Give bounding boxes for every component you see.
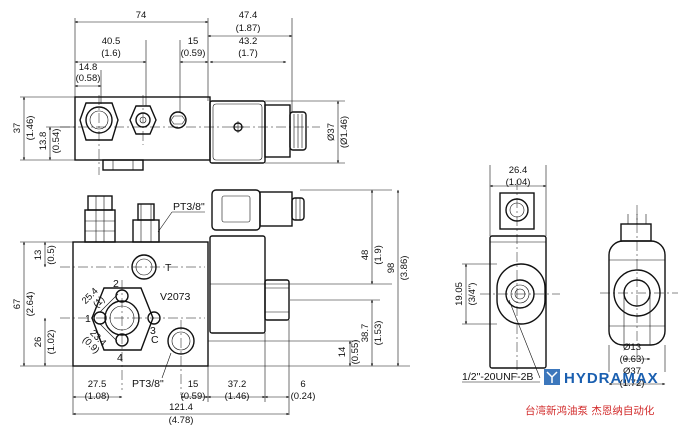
cartridge-hex [79,102,119,141]
label-model: V2073 [160,291,191,303]
dim-13-8-in: (0.54) [51,129,62,154]
dim-40-5: 40.5 [102,36,121,47]
dim-38-7: 38.7 [360,324,371,343]
dim-13-8: 13.8 [38,132,49,151]
dim-19-05-in: (3/4") [467,283,478,306]
dim-dia37b: Ø37 [623,366,641,377]
label-port-t: T [165,262,172,274]
dim-dia37: Ø37 [326,123,337,141]
dim-27-5: 27.5 [88,379,107,390]
dim-26: 26 [33,337,44,348]
brand-logo: HYDRAMAX [544,369,659,387]
front-view-labels: PT3/8" T V2073 C 1 2 3 4 PT3/8" [85,201,205,390]
dim-37-in: (1.46) [25,116,36,141]
dim-27-5-in: (1.08) [85,391,110,402]
dim-48: 48 [360,250,371,261]
front-connector-gland [259,191,293,227]
front-adjuster-stem [137,203,155,221]
dim-dia37-in: (Ø1.46) [339,116,350,148]
dim-19-05: 19.05 [454,282,465,306]
dim-dia37b-in: (1.72) [620,378,645,389]
solenoid-nut [264,279,290,321]
dim-dia13: Ø13 [623,342,641,353]
side-view: 26.4 (1.04) 19.05 (3/4") 1/2"-20UNF-2B [454,165,560,383]
logo-text: HYDRAMAX [564,370,659,387]
dim-14-8-in: (0.58) [76,73,101,84]
dim-15a-in: (0.59) [181,48,206,59]
dim-98-in: (3.86) [399,256,410,281]
dim-67-in: (2.64) [25,292,36,317]
dim-47-4-in: (1.87) [236,23,261,34]
side-coil [496,263,546,325]
label-p2: 2 [113,278,119,290]
dim-43-2-in: (1.7) [238,48,258,59]
brand-tagline: 台湾新鸿油泵 杰恩纳自动化 [525,404,655,417]
dim-13-in: (0.5) [46,245,57,265]
dim-13: 13 [33,250,44,261]
adjust-hex [129,105,157,135]
dim-40-5-in: (1.6) [101,48,121,59]
side-body [489,235,547,369]
label-port-c: C [151,334,159,346]
bottom-fitting [102,159,144,171]
dim-98: 98 [386,263,397,274]
dim-26-in: (1.02) [46,330,57,355]
label-port-top: PT3/8" [173,201,205,213]
dim-14: 14 [337,347,348,358]
connector-top [264,104,291,158]
solenoid-coil-top [209,100,266,164]
dim-6-in: (0.24) [291,391,316,402]
dim-43-2: 43.2 [239,36,258,47]
top-view [60,95,320,175]
dim-dia13-in: (0.63) [620,354,645,365]
dim-48-in: (1.9) [373,245,384,265]
dim-15b: 15 [188,379,199,390]
label-p4: 4 [117,352,123,364]
dim-14-in: (0.55) [350,340,361,365]
solenoid-coil-front [209,235,266,334]
label-thread: 1/2"-20UNF-2B [462,371,533,383]
dim-37: 37 [12,123,23,134]
dim-15b-in: (0.59) [181,391,206,402]
dim-121-4-in: (4.78) [169,415,194,425]
dim-37-2: 37.2 [228,379,247,390]
front-cartridge [84,209,116,243]
dim-14-8: 14.8 [79,62,98,73]
front-adjuster [132,219,160,243]
front-view [60,189,305,395]
dim-15a: 15 [188,36,199,47]
dim-47-4: 47.4 [239,10,258,21]
coil-terminal-block [620,223,652,242]
port-plug [169,111,187,129]
front-cartridge-cap [87,195,113,211]
dim-26-4: 26.4 [509,165,528,176]
dim-26-4-in: (1.04) [506,177,531,188]
dim-37-2-in: (1.46) [225,391,250,402]
label-p3: 3 [150,325,156,337]
dim-121-4: 121.4 [169,402,193,413]
label-p1: 1 [85,313,91,325]
coil-end-view: Ø13 (0.63) Ø37 (1.72) [600,205,678,389]
dim-74: 74 [136,10,147,21]
front-view-dimensions: 13 (0.5) 67 (2.64) 26 (1.02) 25.4 (1) 23… [12,189,410,425]
dim-67: 67 [12,299,23,310]
dim-6: 6 [300,379,305,390]
label-port-bottom: PT3/8" [132,378,164,390]
dim-38-7-in: (1.53) [373,321,384,346]
top-view-dimensions: 74 47.4 (1.87) 40.5 (1.6) 15 (0.59) 43.2… [12,10,350,164]
